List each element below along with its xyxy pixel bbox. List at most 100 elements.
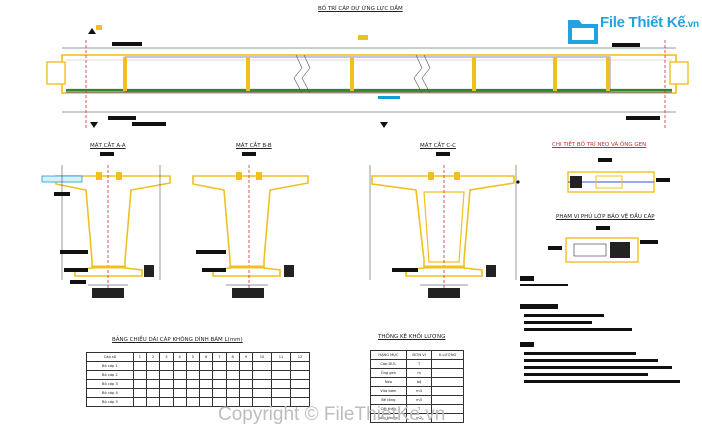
table-cell: Cáp DƯL — [370, 359, 407, 369]
table-cell — [185, 397, 201, 407]
left-end-block — [46, 61, 66, 85]
right-end-block — [669, 61, 689, 85]
table-cell: m3 — [405, 386, 433, 396]
folder-icon — [568, 20, 598, 44]
table-cell — [289, 388, 311, 398]
table-header-cell: 8 — [225, 352, 240, 362]
table-header-cell: 10 — [252, 352, 272, 362]
table-cell — [252, 388, 272, 398]
table-cell — [132, 388, 148, 398]
table-row: Bó cáp 5 — [86, 397, 311, 407]
table-cell — [146, 379, 161, 389]
table-cell — [199, 397, 214, 407]
table-row: Bó cáp 4 — [86, 388, 311, 398]
table-cell — [252, 370, 272, 380]
table-cell — [159, 379, 174, 389]
copyright-watermark: Copyright © FileThietKe.vn — [218, 404, 446, 425]
logo-text: File Thiết Kế.vn — [600, 14, 699, 31]
table-cell — [172, 388, 187, 398]
protect-detail-title: PHẠM VI PHỦ LỚP BẢO VỆ ĐẦU CÁP — [556, 214, 655, 220]
table-cell — [225, 379, 240, 389]
table-cell — [238, 388, 254, 398]
table-cell — [185, 370, 201, 380]
table-cell — [132, 397, 148, 407]
table-cell — [271, 388, 291, 398]
table-cell — [225, 361, 240, 371]
table-cell — [199, 370, 214, 380]
table-cell — [289, 379, 311, 389]
table-cell — [146, 370, 161, 380]
table-cell — [252, 361, 272, 371]
table-cell: Ống gen — [370, 368, 407, 378]
section-c-title: MẶT CẮT C-C — [420, 143, 456, 149]
table-cell — [431, 386, 464, 396]
table-cell — [185, 379, 201, 389]
table-header-cell: Cáp số — [86, 352, 134, 362]
site-logo — [566, 14, 690, 48]
table-cell — [431, 377, 464, 387]
table-cell — [271, 361, 291, 371]
girder-outline — [61, 54, 677, 94]
anchor-detail-title: CHI TIẾT BỐ TRÍ NEO VÀ ỐNG GEN — [552, 142, 647, 148]
table-row: Bó cáp 1 — [86, 361, 311, 371]
table-cell — [185, 388, 201, 398]
table-cell — [132, 379, 148, 389]
table-cell — [431, 368, 464, 378]
section-b-title: MẶT CẮT B-B — [236, 143, 272, 149]
table-cell — [212, 370, 227, 380]
table-header-cell: 7 — [212, 352, 227, 362]
table-header-cell: K.LƯỢNG — [431, 350, 464, 360]
table-cell — [199, 361, 214, 371]
table-cell — [289, 397, 311, 407]
table-header-cell: 5 — [185, 352, 201, 362]
table-cell — [238, 361, 254, 371]
anchor-detail — [567, 158, 670, 193]
table-cell: bộ — [405, 377, 433, 387]
table-header-cell: 3 — [159, 352, 174, 362]
table-cell — [431, 413, 464, 423]
table-cell: Bó cáp 1 — [86, 361, 134, 371]
table-cell — [289, 361, 311, 371]
cable-table-title: BẢNG CHIỀU DÀI CÁP KHÔNG DÍNH BÁM L(mm) — [112, 337, 243, 343]
elevation-title: BỐ TRÍ CÁP DỰ ỨNG LỰC DẦM — [318, 6, 403, 12]
table-cell — [172, 370, 187, 380]
table-header-cell: 9 — [238, 352, 254, 362]
table-header-cell: 1 — [132, 352, 148, 362]
table-cell: Bó cáp 2 — [86, 370, 134, 380]
table-header-cell: 6 — [199, 352, 214, 362]
table-cell — [172, 397, 187, 407]
table-cell — [238, 397, 254, 407]
table-cell — [289, 370, 311, 380]
table-cell — [159, 388, 174, 398]
protection-detail — [548, 226, 658, 263]
logo-main: File Thiết Kế — [600, 14, 686, 31]
table-cell — [271, 370, 291, 380]
table-cell — [146, 388, 161, 398]
table-header-cell: ĐƠN VỊ — [405, 350, 433, 360]
table-row: Bó cáp 3 — [86, 379, 311, 389]
table-cell: T — [405, 359, 433, 369]
section-a-title: MẶT CẮT A-A — [90, 143, 126, 149]
table-cell — [199, 388, 214, 398]
table-header-cell: 11 — [271, 352, 291, 362]
table-cell — [238, 370, 254, 380]
table-cell: Bó cáp 3 — [86, 379, 134, 389]
table-cell: Bó cáp 5 — [86, 397, 134, 407]
table-cell — [185, 361, 201, 371]
table-cell — [212, 379, 227, 389]
table-cell — [199, 379, 214, 389]
table-header-cell: 2 — [146, 352, 161, 362]
table-cell — [146, 397, 161, 407]
table-header-cell: 12 — [289, 352, 311, 362]
table-header-cell: HẠNG MỤC — [370, 350, 407, 360]
table-cell — [159, 361, 174, 371]
